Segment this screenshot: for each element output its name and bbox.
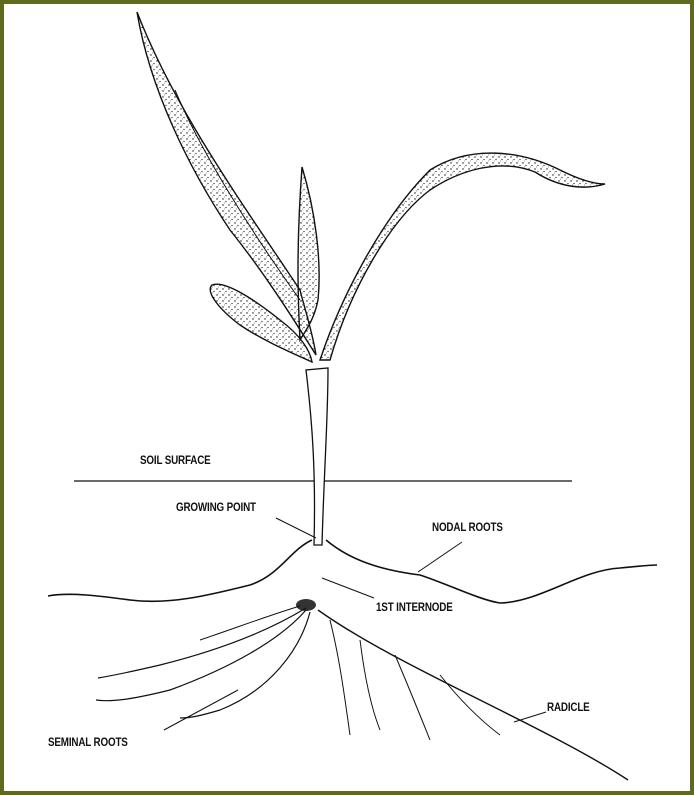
leader-growing-point xyxy=(276,518,316,538)
label-nodal-roots: NODAL ROOTS xyxy=(432,520,503,534)
radicle-branch-2 xyxy=(360,640,380,730)
seminal-root-4 xyxy=(200,606,300,640)
radicle xyxy=(318,610,628,780)
leader-first-internode xyxy=(322,578,374,598)
radicle-branch-3 xyxy=(395,655,430,740)
leader-radicle xyxy=(514,712,546,722)
leader-nodal-roots xyxy=(418,542,462,572)
stem xyxy=(306,368,328,545)
label-first-internode: 1ST INTERNODE xyxy=(376,600,453,614)
seminal-root-2 xyxy=(96,610,306,701)
seminal-root-1 xyxy=(98,608,306,678)
nodal-root-right xyxy=(326,540,657,603)
radicle-branch-1 xyxy=(330,620,350,735)
label-seminal-roots: SEMINAL ROOTS xyxy=(48,735,128,749)
leader-seminal-roots xyxy=(164,690,238,730)
nodal-root-left xyxy=(48,540,312,601)
seminal-root-3 xyxy=(180,612,310,718)
label-soil-surface: SOIL SURFACE xyxy=(140,453,211,467)
label-radicle: RADICLE xyxy=(547,700,590,714)
leaf-center xyxy=(298,167,319,340)
label-growing-point: GROWING POINT xyxy=(176,500,256,514)
leaf-right xyxy=(320,153,605,360)
seed xyxy=(296,599,316,611)
